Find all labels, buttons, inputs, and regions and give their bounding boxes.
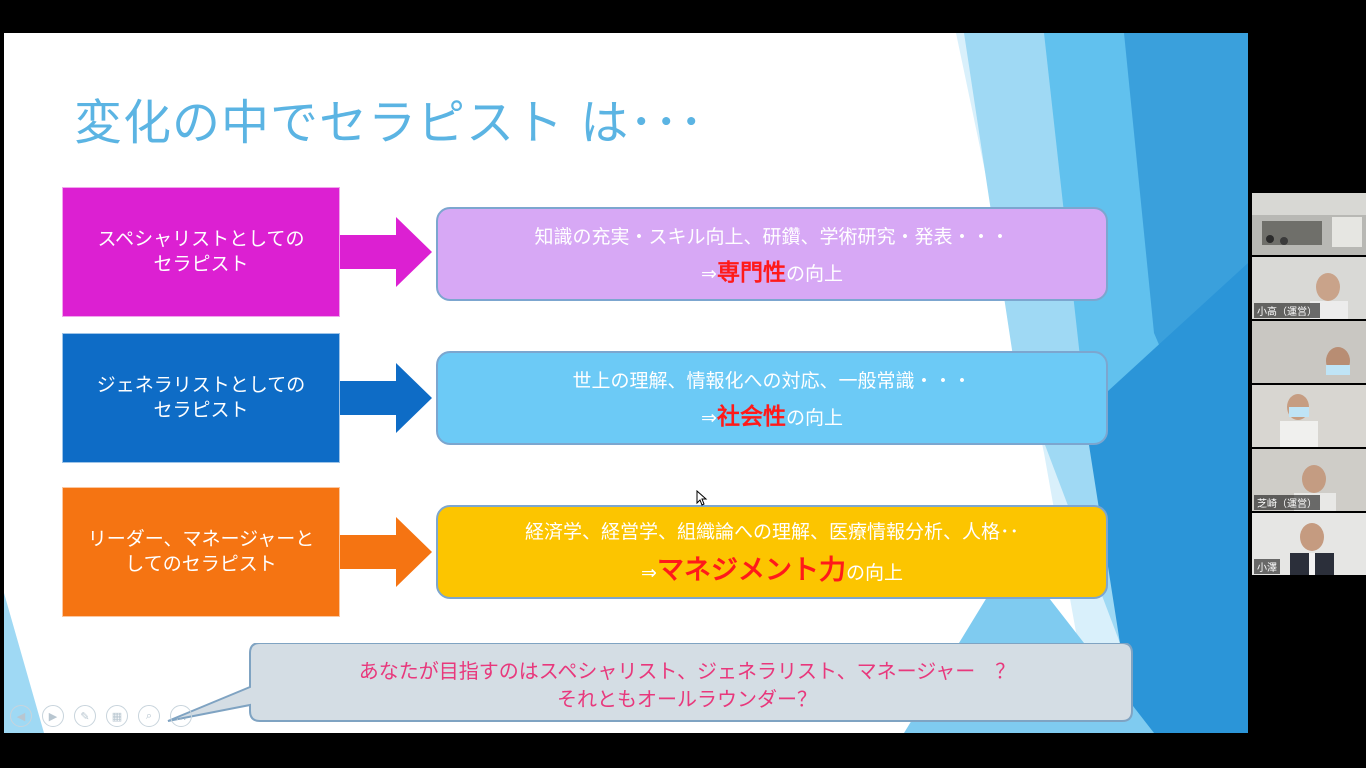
- generalist-info-box: 世上の理解、情報化への対応、一般常識・・・ ⇒社会性の向上: [436, 351, 1108, 445]
- specialist-description: 知識の充実・スキル向上、研鑽、学術研究・発表・・・: [534, 225, 1010, 248]
- participant-tile[interactable]: 小高（運営）: [1252, 257, 1366, 319]
- slides-grid-icon[interactable]: ▦: [106, 705, 128, 727]
- right-arrow-icon: [340, 363, 432, 433]
- next-slide-icon[interactable]: ▶: [42, 705, 64, 727]
- generalist-highlight: 社会性: [716, 403, 786, 430]
- participant-name: 小高（運営）: [1254, 303, 1320, 318]
- participant-tile[interactable]: [1252, 385, 1366, 447]
- participant-tile[interactable]: 芝崎（運営）: [1252, 449, 1366, 511]
- manager-role-box: リーダー、マネージャーと してのセラピスト: [62, 487, 340, 617]
- participant-name: 小澤: [1254, 559, 1280, 574]
- speech-callout: [167, 643, 1133, 722]
- manager-role-label: リーダー、マネージャーと してのセラピスト: [87, 528, 315, 575]
- manager-description: 経済学、経営学、組織論への理解、医療情報分析、人格･･: [524, 521, 1019, 543]
- specialist-highlight: 専門性: [716, 259, 786, 286]
- specialist-info-box: 知識の充実・スキル向上、研鑽、学術研究・発表・・・ ⇒専門性の向上: [436, 207, 1108, 301]
- participant-tile[interactable]: 小澤: [1252, 513, 1366, 575]
- participant-tile[interactable]: [1252, 321, 1366, 383]
- callout-line-2: それともオールラウンダー？: [557, 687, 817, 711]
- specialist-outcome: ⇒専門性の向上: [701, 259, 843, 286]
- mouse-cursor-icon: [696, 490, 708, 506]
- participant-video-strip: 小高（運営） 芝崎（運営） 小澤: [1252, 193, 1366, 577]
- generalist-role-box: ジェネラリストとしての セラピスト: [62, 333, 340, 463]
- video-feed-room: [1252, 193, 1366, 255]
- specialist-role-label: スペシャリストとしての セラピスト: [97, 228, 305, 275]
- previous-slide-icon[interactable]: ◀: [10, 705, 32, 727]
- more-options-icon[interactable]: …: [170, 705, 192, 727]
- generalist-role-label: ジェネラリストとしての セラピスト: [96, 374, 306, 421]
- participant-name: 芝崎（運営）: [1254, 495, 1320, 510]
- zoom-icon[interactable]: ⌕: [138, 705, 160, 727]
- video-feed-person: [1252, 385, 1366, 447]
- generalist-description: 世上の理解、情報化への対応、一般常識・・・: [572, 369, 972, 392]
- right-arrow-icon: [340, 217, 432, 287]
- right-arrow-icon: [340, 517, 432, 587]
- callout-line-1: あなたが目指すのはスペシャリスト、ジェネラリスト、マネージャー ？: [358, 659, 1016, 683]
- presentation-slide: 変化の中でセラピスト は･･･ スペシャリストとしての セラピスト 知識の充実・…: [4, 33, 1248, 733]
- manager-info-box: 経済学、経営学、組織論への理解、医療情報分析、人格･･ ⇒マネジメント力の向上: [436, 505, 1108, 599]
- manager-outcome: ⇒マネジメント力の向上: [641, 555, 903, 586]
- slide-title: 変化の中でセラピスト は･･･: [74, 95, 705, 151]
- participant-tile[interactable]: [1252, 193, 1366, 255]
- pen-icon[interactable]: ✎: [74, 705, 96, 727]
- callout-question: あなたが目指すのはスペシャリスト、ジェネラリスト、マネージャー ？ それともオー…: [247, 649, 1127, 721]
- manager-highlight: マネジメント力: [656, 555, 846, 586]
- specialist-role-box: スペシャリストとしての セラピスト: [62, 187, 340, 317]
- video-feed-person: [1252, 321, 1366, 383]
- generalist-outcome: ⇒社会性の向上: [701, 403, 843, 430]
- slideshow-toolbar: ◀ ▶ ✎ ▦ ⌕ …: [10, 705, 192, 729]
